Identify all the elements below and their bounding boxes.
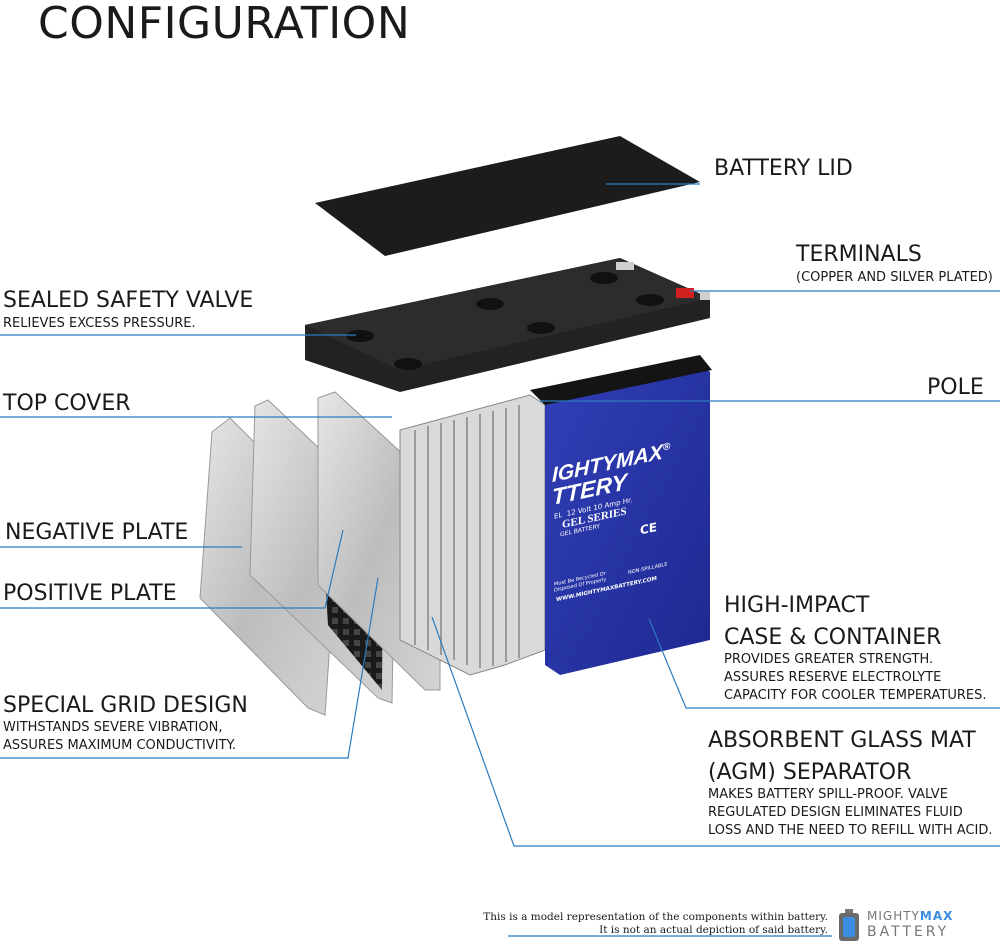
- label-terminals-sub: (COPPER AND SILVER PLATED): [796, 270, 993, 285]
- label-pole: POLE: [927, 375, 984, 400]
- label-agm-line2: (AGM) SEPARATOR: [708, 760, 912, 785]
- battery-lid: [315, 136, 700, 256]
- label-case-sub-2: ASSURES RESERVE ELECTROLYTE: [724, 670, 942, 685]
- label-battery-lid: BATTERY LID: [714, 156, 853, 181]
- logo-top-text: MIGHTYMAX: [867, 909, 954, 923]
- label-grid: SPECIAL GRID DESIGN: [3, 693, 248, 718]
- label-grid-sub-2: ASSURES MAXIMUM CONDUCTIVITY.: [3, 738, 236, 753]
- label-agm-sub-1: MAKES BATTERY SPILL-PROOF. VALVE: [708, 787, 948, 802]
- label-sealed-valve: SEALED SAFETY VALVE: [3, 288, 254, 313]
- terminal-negative: [616, 262, 634, 270]
- label-case-sub-3: CAPACITY FOR COOLER TEMPERATURES.: [724, 688, 987, 703]
- page-title: CONFIGURATION: [38, 0, 411, 49]
- label-case-sub-1: PROVIDES GREATER STRENGTH.: [724, 652, 934, 667]
- label-negative-plate: NEGATIVE PLATE: [5, 520, 189, 545]
- battery-front-label: IGHTYMAX® TTERY EL 12 Volt 10 Amp Hr. GE…: [548, 388, 698, 650]
- disclaimer-line-1: This is a model representation of the co…: [483, 911, 828, 923]
- battery-logo-icon: [839, 909, 859, 941]
- label-agm-sub-3: LOSS AND THE NEED TO REFILL WITH ACID.: [708, 823, 993, 838]
- plate-stack: [399, 394, 546, 676]
- label-positive-plate: POSITIVE PLATE: [3, 581, 177, 606]
- disclaimer-line-2: It is not an actual depiction of said ba…: [599, 924, 828, 937]
- label-case-line2: CASE & CONTAINER: [724, 625, 942, 650]
- disclaimer: This is a model representation of the co…: [440, 911, 828, 937]
- label-agm-sub-2: REGULATED DESIGN ELIMINATES FLUID: [708, 805, 963, 820]
- mightymax-logo: MIGHTYMAX BATTERY: [836, 906, 996, 942]
- terminal-positive: [676, 288, 694, 298]
- label-grid-sub-1: WITHSTANDS SEVERE VIBRATION,: [3, 720, 223, 735]
- label-terminals: TERMINALS: [796, 242, 922, 267]
- battery-case: [545, 362, 710, 675]
- label-case-line1: HIGH-IMPACT: [724, 593, 870, 618]
- label-agm-line1: ABSORBENT GLASS MAT: [708, 728, 976, 753]
- logo-bottom-text: BATTERY: [867, 924, 950, 940]
- label-top-cover: TOP COVER: [3, 391, 131, 416]
- label-sealed-valve-sub: RELIEVES EXCESS PRESSURE.: [3, 316, 196, 331]
